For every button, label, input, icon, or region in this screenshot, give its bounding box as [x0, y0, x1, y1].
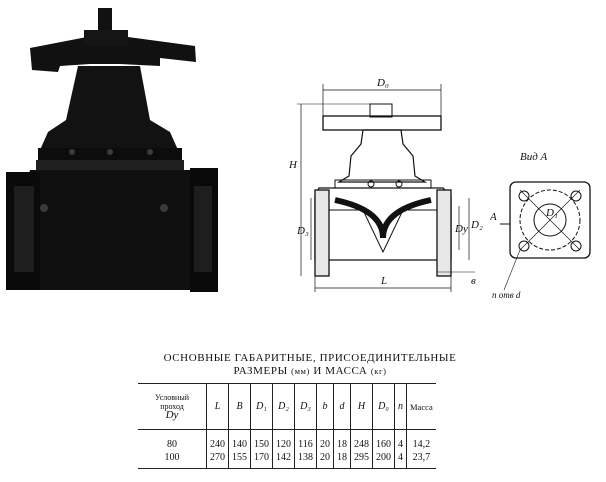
label-view-a: Вид А: [520, 151, 548, 163]
table-title: ОСНОВНЫЕ ГАБАРИТНЫЕ, ПРИСОЕДИНИТЕЛЬНЫЕ Р…: [120, 352, 500, 378]
header-d1: D₁: [250, 383, 273, 430]
label-d0: D₀: [376, 77, 389, 89]
header-d3: D₃: [294, 383, 317, 430]
table-row: 80 240 140 150 120 116 20 18 248 160 4 1…: [138, 429, 436, 451]
header-b: b: [316, 383, 334, 430]
dimensions-table: Условный проход Dy L B D₁ D₂ D₃ b d H D₀…: [138, 383, 436, 469]
header-b-width: B: [228, 383, 251, 430]
label-holes: n отв d: [492, 290, 521, 300]
title-sizes: РАЗМЕРЫ: [233, 365, 288, 377]
label-b: в: [471, 275, 476, 287]
label-d2: D₂: [470, 219, 483, 231]
label-h: H: [288, 159, 298, 171]
header-l: L: [206, 383, 229, 430]
title-unit-kg: (кг): [370, 366, 387, 376]
header-d0: D₀: [372, 383, 395, 430]
title-line-1: ОСНОВНЫЕ ГАБАРИТНЫЕ, ПРИСОЕДИНИТЕЛЬНЫЕ: [163, 352, 457, 364]
label-d1: D₁: [545, 207, 558, 219]
header-d: d: [333, 383, 351, 430]
header-d2: D₂: [272, 383, 295, 430]
valve-photo: [0, 0, 232, 300]
label-arrow-a: A: [490, 211, 497, 223]
section-drawing: D₀ H D₃ Dy D₂ L в: [288, 77, 483, 292]
view-a-drawing: Вид А D₁ A n отв d: [490, 151, 591, 300]
label-dy: Dy: [454, 223, 468, 235]
header-nominal-bore: Условный проход Dy: [138, 383, 207, 430]
label-d3: D₃: [296, 225, 309, 237]
table-header-row: Условный проход Dy L B D₁ D₂ D₃ b d H D₀…: [138, 383, 436, 430]
title-mass: И МАССА: [313, 365, 368, 377]
header-mass: Масса: [405, 383, 436, 430]
title-line-2: РАЗМЕРЫ (мм) И МАССА (кг): [120, 365, 500, 378]
title-unit-mm: (мм): [291, 366, 310, 376]
label-l: L: [380, 275, 387, 287]
table-row: 100 270 155 170 142 138 20 18 295 200 4 …: [138, 451, 436, 469]
header-n: n: [394, 383, 407, 430]
header-h: H: [350, 383, 373, 430]
